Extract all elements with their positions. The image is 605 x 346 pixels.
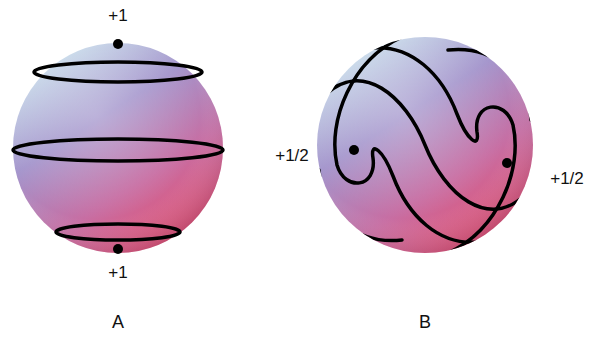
charge-label: +1/2	[550, 170, 584, 187]
panel-letter: A	[112, 313, 124, 331]
charge-label: +1	[108, 7, 127, 24]
sphere-b	[317, 37, 533, 253]
sphere-a	[13, 39, 223, 254]
charge-label: +1/2	[275, 147, 309, 164]
charge-label: +1	[108, 264, 127, 281]
panel-letter: B	[419, 313, 431, 331]
